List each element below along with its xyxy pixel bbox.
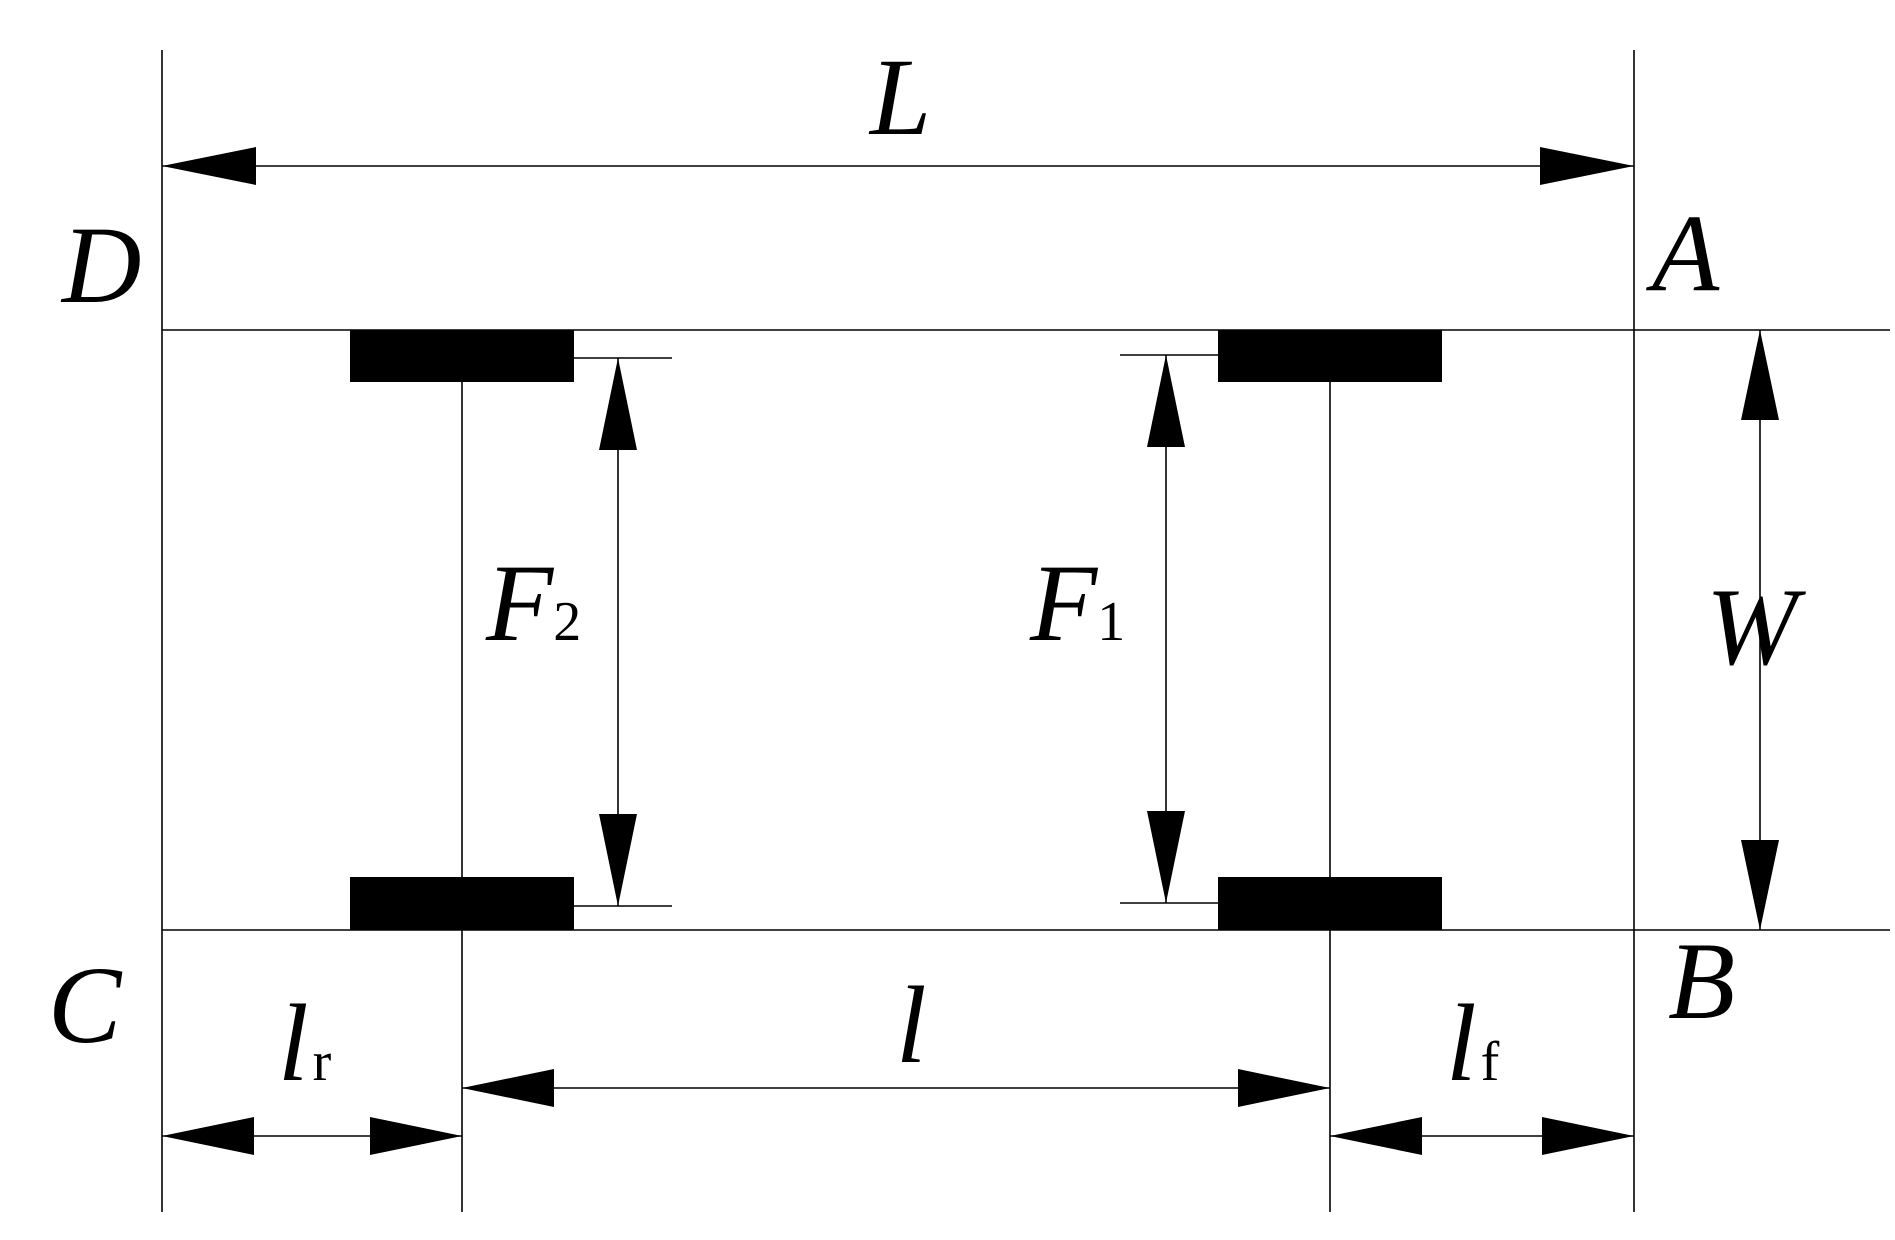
width-label: W: [1706, 566, 1806, 688]
front-overhang-subscript: f: [1481, 1031, 1500, 1093]
rear-track-subscript: 2: [553, 591, 581, 653]
wheelbase-dimension: [462, 1069, 1330, 1107]
boundary-lines: [161, 50, 1890, 1212]
front-overhang-label: lf: [1446, 982, 1500, 1104]
arrowhead-down-icon: [599, 814, 637, 906]
arrowhead-left-icon: [162, 147, 256, 185]
length-dimension: [162, 147, 1634, 185]
rear-overhang-subscript: r: [313, 1031, 332, 1093]
rear-track-dimension: [574, 357, 672, 907]
rear-track-symbol: F: [485, 542, 555, 664]
arrowhead-left-icon: [462, 1069, 554, 1107]
front-track-subscript: 1: [1097, 591, 1125, 653]
arrowhead-left-icon: [162, 1117, 254, 1155]
rear-overhang-symbol: l: [278, 982, 309, 1104]
rear-overhang-dimension: [162, 1117, 462, 1155]
length-label: L: [868, 36, 931, 158]
wheels: [350, 330, 1442, 930]
width-dimension: [1741, 330, 1779, 930]
front-track-symbol: F: [1029, 542, 1099, 664]
arrowhead-down-icon: [1147, 811, 1185, 903]
wheelbase-label: l: [896, 964, 927, 1086]
arrowhead-up-icon: [599, 358, 637, 450]
corner-label-c: C: [48, 944, 123, 1066]
arrowhead-up-icon: [1741, 330, 1779, 420]
corner-label-a: A: [1645, 192, 1720, 314]
wheel-rear-top: [350, 330, 574, 382]
front-overhang-symbol: l: [1446, 982, 1477, 1104]
arrowhead-right-icon: [1542, 1117, 1634, 1155]
corner-label-d: D: [60, 204, 141, 326]
wheel-front-top: [1218, 330, 1442, 382]
rear-overhang-label: lr: [278, 982, 332, 1104]
front-overhang-dimension: [1330, 1117, 1634, 1155]
wheel-front-bottom: [1218, 877, 1442, 930]
arrowhead-right-icon: [1540, 147, 1634, 185]
arrowhead-up-icon: [1147, 355, 1185, 447]
rear-track-label: F2: [485, 542, 581, 664]
wheel-rear-bottom: [350, 877, 574, 930]
front-track-label: F1: [1029, 542, 1125, 664]
front-track-dimension: [1120, 354, 1218, 904]
arrowhead-right-icon: [1238, 1069, 1330, 1107]
arrowhead-down-icon: [1741, 840, 1779, 930]
corner-label-b: B: [1668, 920, 1735, 1042]
arrowhead-right-icon: [370, 1117, 462, 1155]
arrowhead-left-icon: [1330, 1117, 1422, 1155]
